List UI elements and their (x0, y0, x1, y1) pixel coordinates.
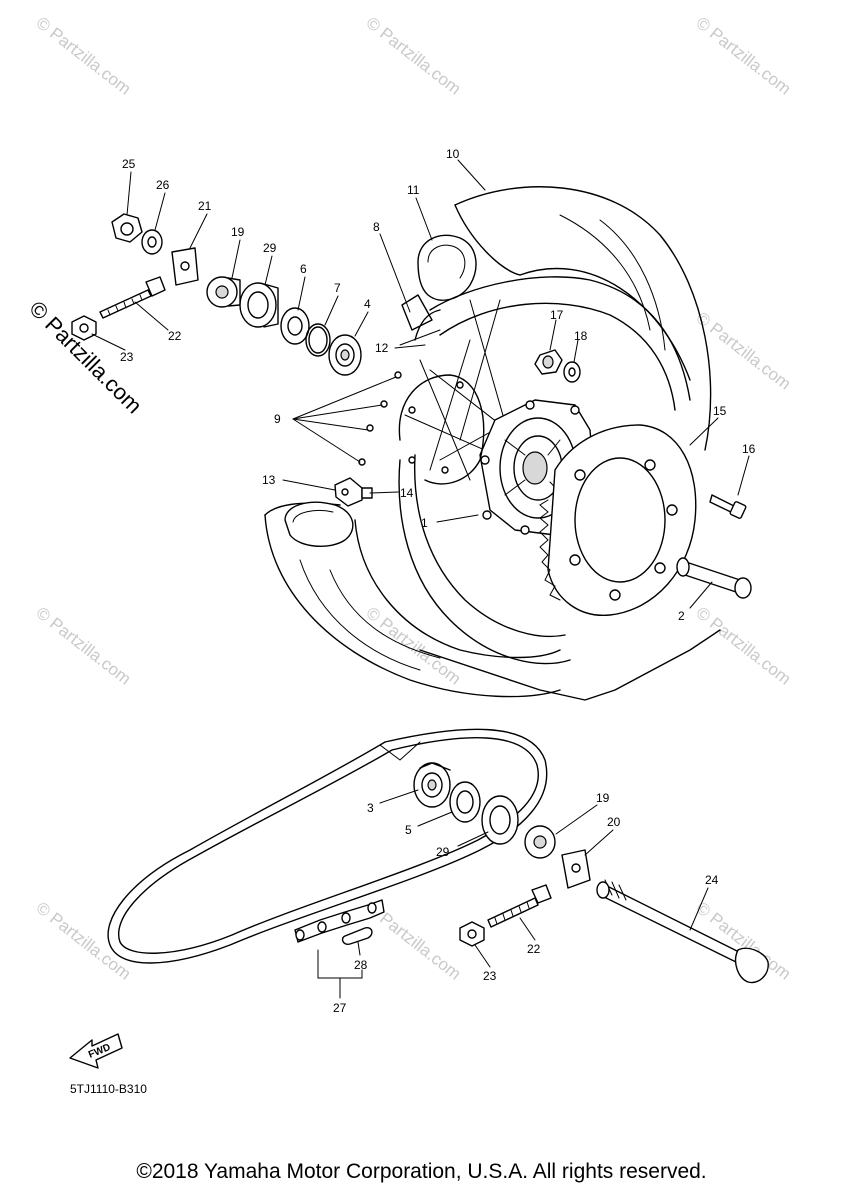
wheel-axle (596, 879, 769, 984)
callout-12: 12 (375, 341, 389, 355)
oil-seal-29-lower (481, 795, 519, 845)
callout-11: 11 (407, 183, 420, 197)
inner-tube (401, 234, 477, 331)
callout-22: 22 (527, 942, 541, 956)
fwd-arrow-icon: FWD (69, 1033, 123, 1069)
callout-26: 26 (156, 178, 170, 192)
diagram-code: 5TJ1110-B310 (70, 1082, 147, 1096)
tire (264, 186, 721, 701)
watermark: © Partzilla.com (363, 13, 465, 99)
tire-section-lower (284, 501, 354, 548)
leader-lines (91, 159, 750, 999)
callout-19: 19 (596, 791, 610, 805)
collar-19-lower (524, 825, 556, 859)
collar-19-upper (206, 276, 241, 308)
callout-25: 25 (122, 157, 136, 171)
watermark: © Partzilla.com (33, 13, 135, 99)
callout-29: 29 (263, 241, 277, 255)
callout-6: 6 (300, 262, 307, 276)
callout-22: 22 (168, 329, 182, 343)
sprocket (539, 424, 697, 616)
callout-5: 5 (405, 823, 412, 837)
callout-24: 24 (705, 873, 719, 887)
nut-23-upper (71, 315, 97, 341)
spoke-nipples (358, 371, 402, 466)
bearing-6 (280, 307, 310, 345)
adjust-bolt-22-lower (487, 884, 552, 928)
callout-4: 4 (364, 297, 371, 311)
sprocket-bolt (709, 494, 747, 519)
washer-26 (141, 229, 163, 255)
callout-16: 16 (742, 442, 756, 456)
copyright-notice: ©2018 Yamaha Motor Corporation, U.S.A. A… (136, 1160, 707, 1183)
callout-8: 8 (373, 220, 380, 234)
callout-20: 20 (607, 815, 621, 829)
nut-17 (534, 349, 563, 375)
callout-18: 18 (574, 329, 588, 343)
callout-21: 21 (198, 199, 212, 213)
callout-28: 28 (354, 958, 368, 972)
callout-9: 9 (274, 412, 281, 426)
watermark: © Partzilla.com (693, 603, 795, 689)
callout-23: 23 (483, 969, 497, 983)
collar (676, 557, 752, 599)
callout-13: 13 (262, 473, 276, 487)
callout-10: 10 (446, 147, 460, 161)
adjust-block-21 (171, 247, 199, 286)
circlip-7 (305, 323, 331, 357)
spacer-5 (449, 781, 481, 823)
callout-7: 7 (334, 281, 341, 295)
callout-15: 15 (713, 404, 727, 418)
callout-17: 17 (550, 308, 564, 322)
nut-25 (111, 213, 143, 243)
oil-seal-29-upper (239, 282, 279, 328)
callout-23: 23 (120, 350, 134, 364)
drive-chain (107, 728, 548, 964)
adjust-bolt-22-upper (99, 276, 166, 319)
nut-23-lower (459, 921, 485, 947)
callout-1: 1 (421, 516, 428, 530)
callout-27: 27 (333, 1001, 347, 1015)
callout-3: 3 (367, 801, 374, 815)
callout-14: 14 (400, 486, 414, 500)
adjust-block-20 (561, 849, 591, 889)
callout-2: 2 (678, 609, 685, 623)
bearing-3 (413, 762, 451, 808)
watermark: © Partzilla.com (693, 13, 795, 99)
washer-18 (563, 361, 581, 383)
watermark: © Partzilla.com (33, 603, 135, 689)
bearing-4 (328, 334, 362, 376)
callout-19: 19 (231, 225, 245, 239)
callout-29: 29 (436, 845, 450, 859)
callout-labels: 10 11 8 12 17 18 15 16 2 1 13 14 9 25 26… (120, 147, 756, 1015)
rim (398, 276, 691, 665)
valve (334, 477, 373, 507)
